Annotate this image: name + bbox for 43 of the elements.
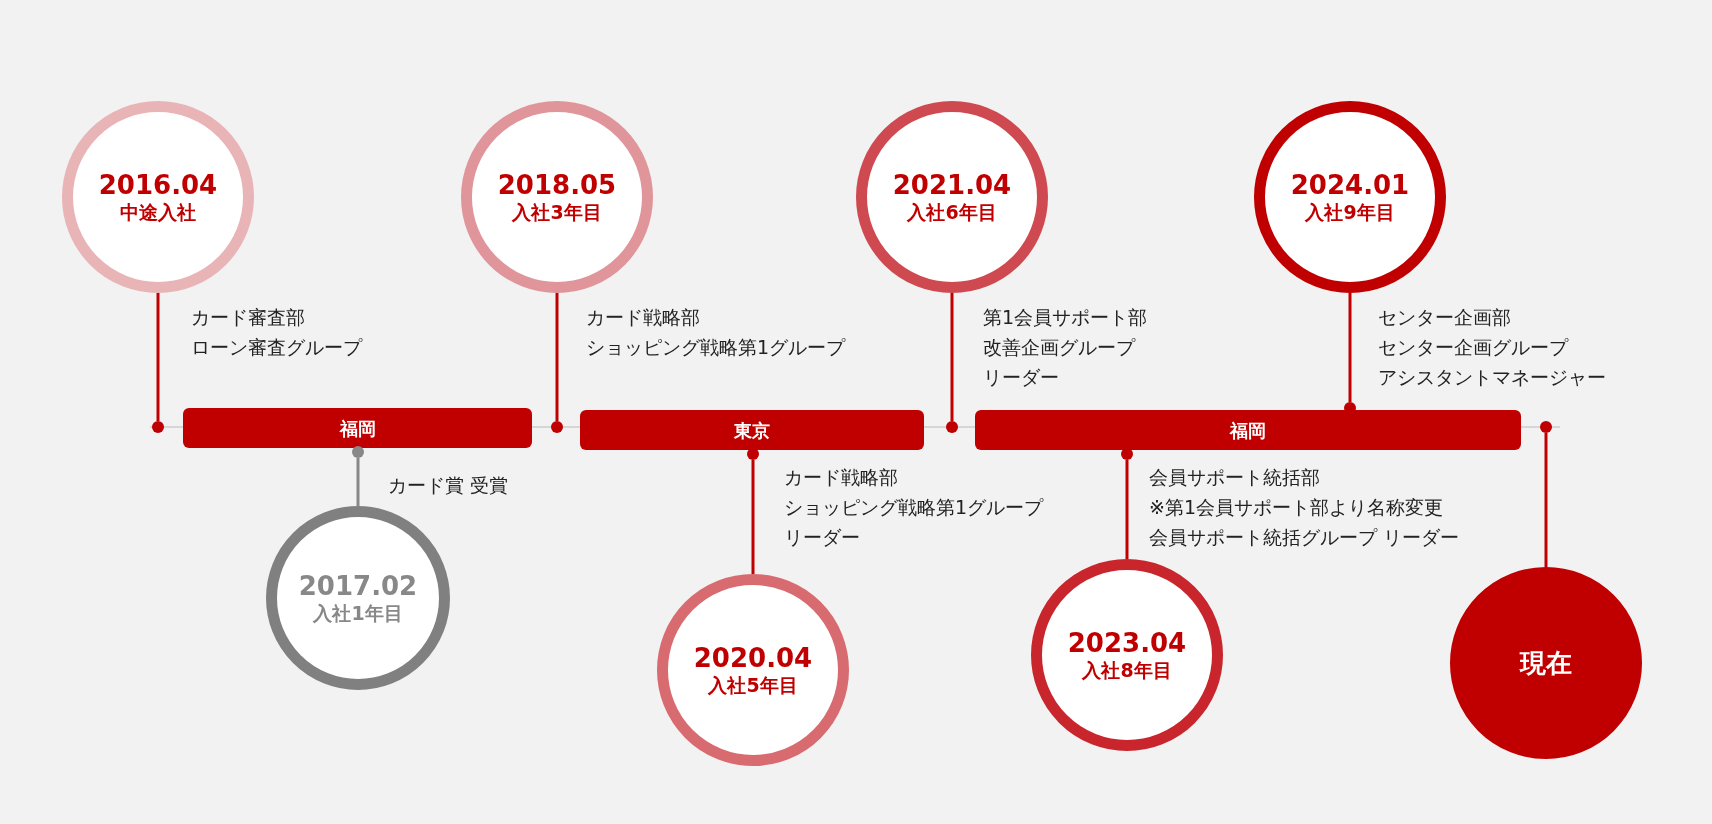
location-bar: 福岡 bbox=[183, 408, 532, 448]
year-label: 入社9年目 bbox=[1305, 201, 1395, 226]
date-text: 2020.04 bbox=[693, 641, 813, 675]
connector-line bbox=[1348, 293, 1352, 402]
connector-line bbox=[156, 293, 160, 421]
career-text: カード賞 受賞 bbox=[388, 473, 509, 498]
career-text: ショッピング戦略第1グループ bbox=[586, 335, 846, 360]
status-text: 現在 bbox=[1520, 646, 1572, 680]
year-label: 入社6年目 bbox=[907, 201, 997, 226]
date-text: 2021.04 bbox=[892, 168, 1012, 202]
connector-line bbox=[555, 293, 559, 421]
connector-line bbox=[950, 293, 954, 421]
career-text: ※第1会員サポート部より名称変更 bbox=[1149, 495, 1444, 520]
connector-line bbox=[1544, 433, 1548, 567]
career-text: 会員サポート統括部 bbox=[1149, 465, 1321, 490]
date-text: 2024.01 bbox=[1290, 168, 1410, 202]
career-text: カード戦略部 bbox=[586, 305, 701, 330]
career-text: ショッピング戦略第1グループ bbox=[784, 495, 1044, 520]
career-text: リーダー bbox=[784, 525, 861, 550]
connector-line bbox=[1125, 460, 1129, 559]
year-label: 入社8年目 bbox=[1082, 659, 1172, 684]
connector-line bbox=[356, 458, 360, 506]
career-text: アシスタントマネージャー bbox=[1378, 365, 1606, 390]
date-text: 2016.04 bbox=[98, 168, 218, 202]
career-text: カード戦略部 bbox=[784, 465, 899, 490]
career-text: センター企画部 bbox=[1378, 305, 1512, 330]
career-text: カード審査部 bbox=[191, 305, 306, 330]
career-text: 改善企画グループ bbox=[983, 335, 1137, 360]
year-label: 入社1年目 bbox=[313, 602, 403, 627]
year-label: 入社5年目 bbox=[708, 674, 798, 699]
location-bar: 東京 bbox=[580, 410, 924, 450]
career-text: 会員サポート統括グループ リーダー bbox=[1149, 525, 1460, 550]
date-text: 2017.02 bbox=[298, 569, 418, 603]
career-text: リーダー bbox=[983, 365, 1060, 390]
date-text: 2018.05 bbox=[497, 168, 617, 202]
career-text: センター企画グループ bbox=[1378, 335, 1570, 360]
connector-line bbox=[751, 460, 755, 574]
location-bar: 福岡 bbox=[975, 410, 1521, 450]
date-text: 2023.04 bbox=[1067, 626, 1187, 660]
career-text: ローン審査グループ bbox=[191, 335, 362, 360]
year-label: 入社3年目 bbox=[512, 201, 602, 226]
career-text: 第1会員サポート部 bbox=[983, 305, 1148, 330]
year-label: 中途入社 bbox=[120, 201, 196, 226]
